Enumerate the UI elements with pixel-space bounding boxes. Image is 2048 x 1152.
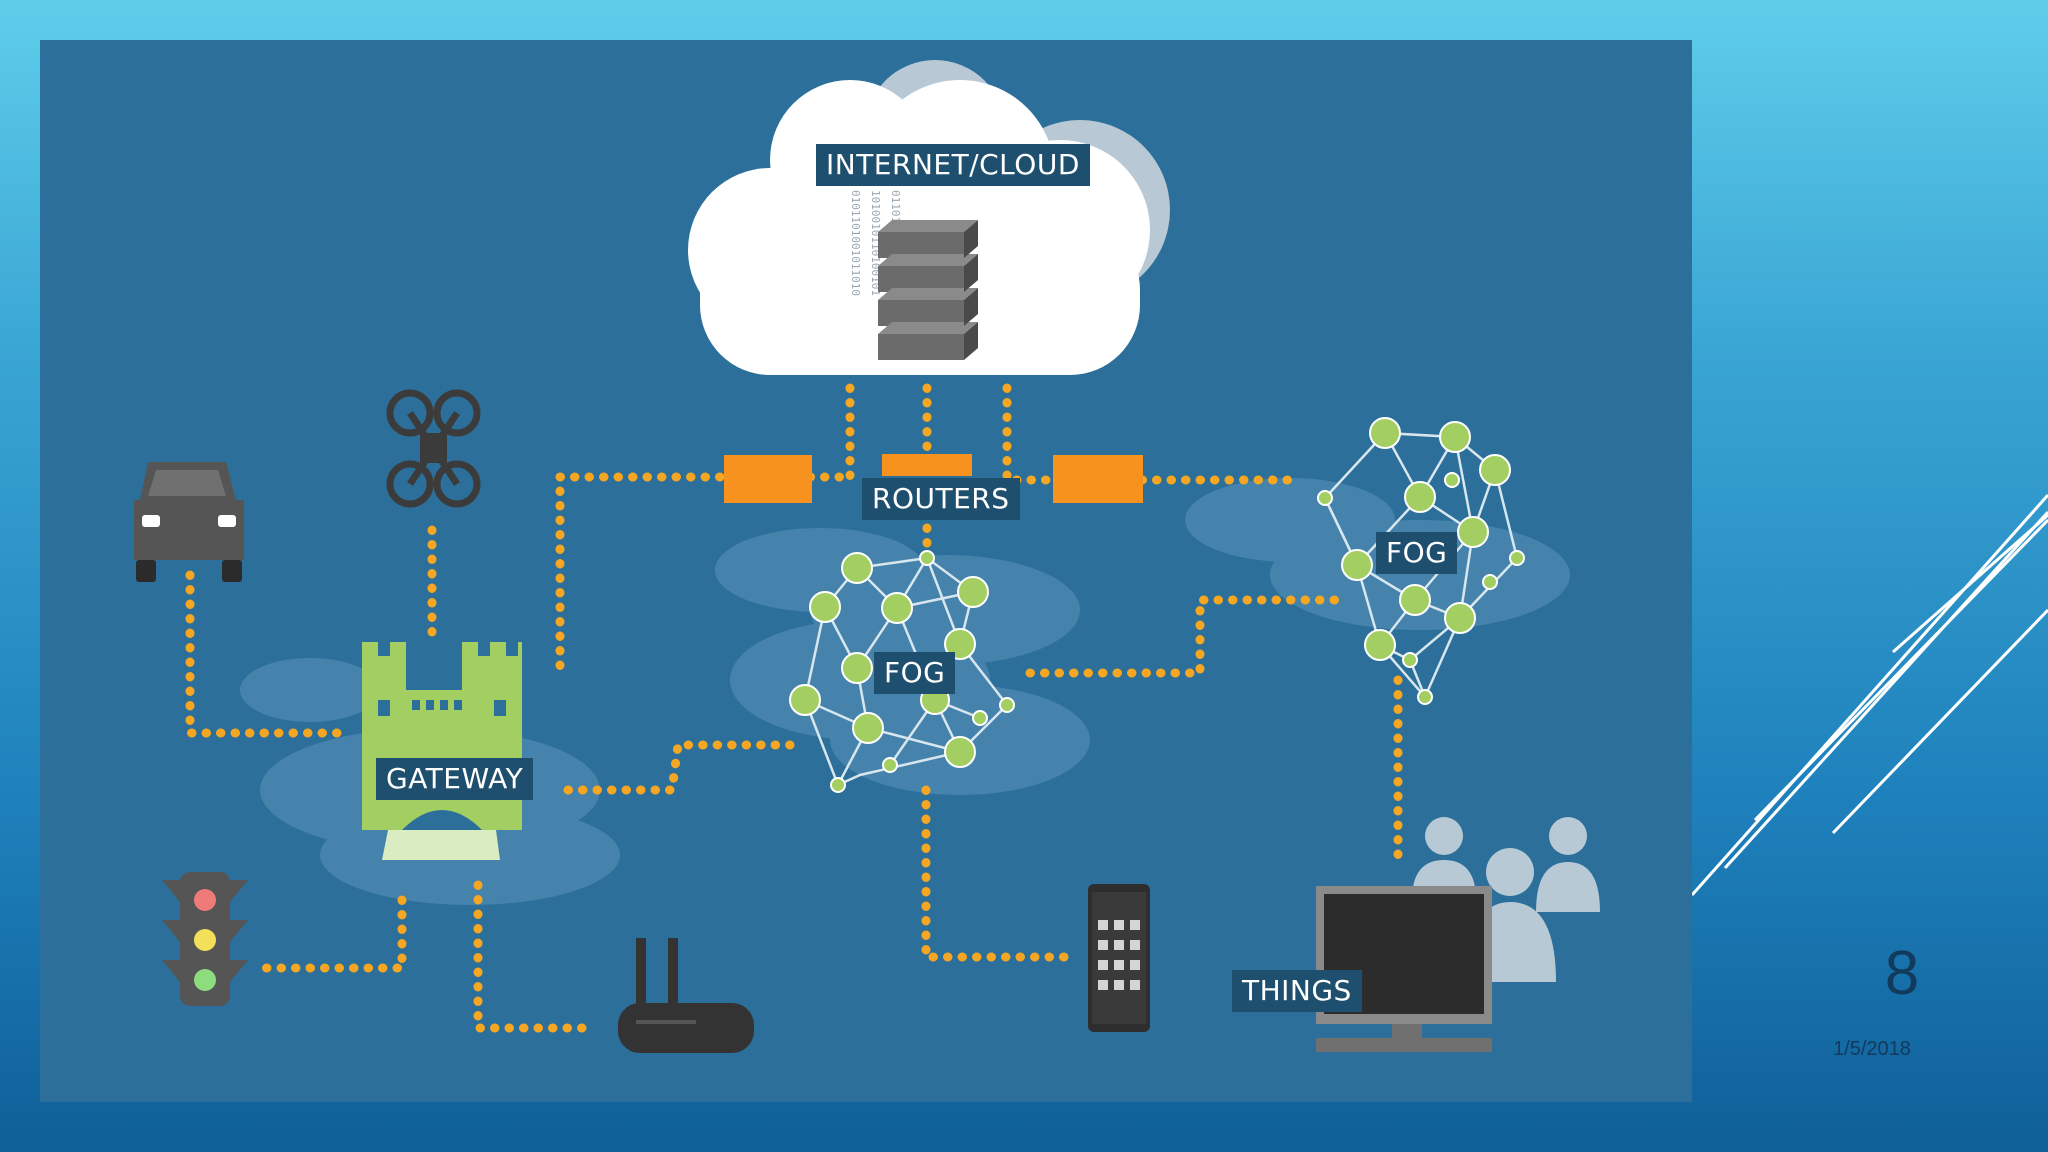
things-label: THINGS — [1232, 970, 1362, 1012]
gateway-label: GATEWAY — [376, 758, 534, 800]
car-icon — [134, 462, 244, 582]
svg-text:0101101001011010: 0101101001011010 — [849, 190, 862, 296]
routers-label: ROUTERS — [862, 478, 1020, 520]
slide-number: 8 — [1884, 939, 1920, 1008]
internet-cloud-label: INTERNET/CLOUD — [816, 144, 1090, 186]
wifi-router-icon — [618, 938, 754, 1053]
decorative-lines — [1690, 494, 2048, 896]
fog-center-label: FOG — [874, 652, 956, 694]
server-stack-icon — [878, 220, 978, 360]
router-left — [724, 455, 812, 503]
router-center — [882, 454, 972, 476]
traffic-light-icon — [162, 872, 248, 1006]
routers — [724, 454, 1143, 503]
fog-right-label: FOG — [1376, 532, 1458, 574]
connectors — [185, 383, 1403, 1033]
smartphone-icon — [1088, 884, 1150, 1032]
router-right — [1053, 455, 1143, 503]
drone-icon — [386, 389, 481, 508]
slide-date: 1/5/2018 — [1833, 1038, 1911, 1060]
monitor-icon — [1316, 886, 1492, 1052]
fog-network-right — [1317, 417, 1525, 705]
